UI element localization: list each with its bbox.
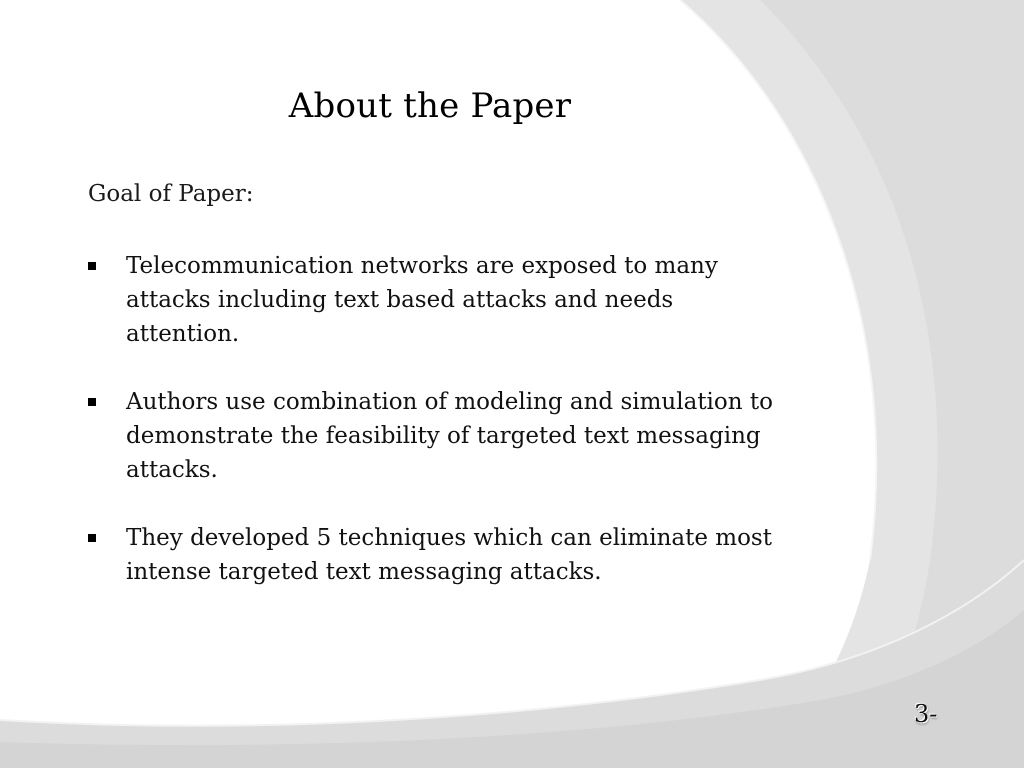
right-arc-inner-shape: [760, 0, 1024, 768]
bullet-text: They developed 5 techniques which can el…: [126, 525, 772, 585]
slide-number: 3-: [914, 700, 938, 728]
bullet-item: Authors use combination of modeling and …: [88, 385, 788, 487]
bullet-item: They developed 5 techniques which can el…: [88, 521, 788, 589]
bullet-item: Telecommunication networks are exposed t…: [88, 249, 788, 351]
bullet-text: Telecommunication networks are exposed t…: [126, 253, 718, 347]
band-highlight-line: [0, 559, 1024, 727]
bottom-band-inner-shape: [0, 610, 1024, 768]
square-bullet-icon: [88, 262, 96, 270]
square-bullet-icon: [88, 534, 96, 542]
square-bullet-icon: [88, 398, 96, 406]
slide-title: About the Paper: [288, 86, 572, 126]
bullet-list: Telecommunication networks are exposed t…: [88, 249, 788, 623]
arc-highlight-line: [679, 0, 878, 561]
bullet-text: Authors use combination of modeling and …: [126, 389, 773, 483]
goal-heading: Goal of Paper:: [88, 181, 254, 207]
